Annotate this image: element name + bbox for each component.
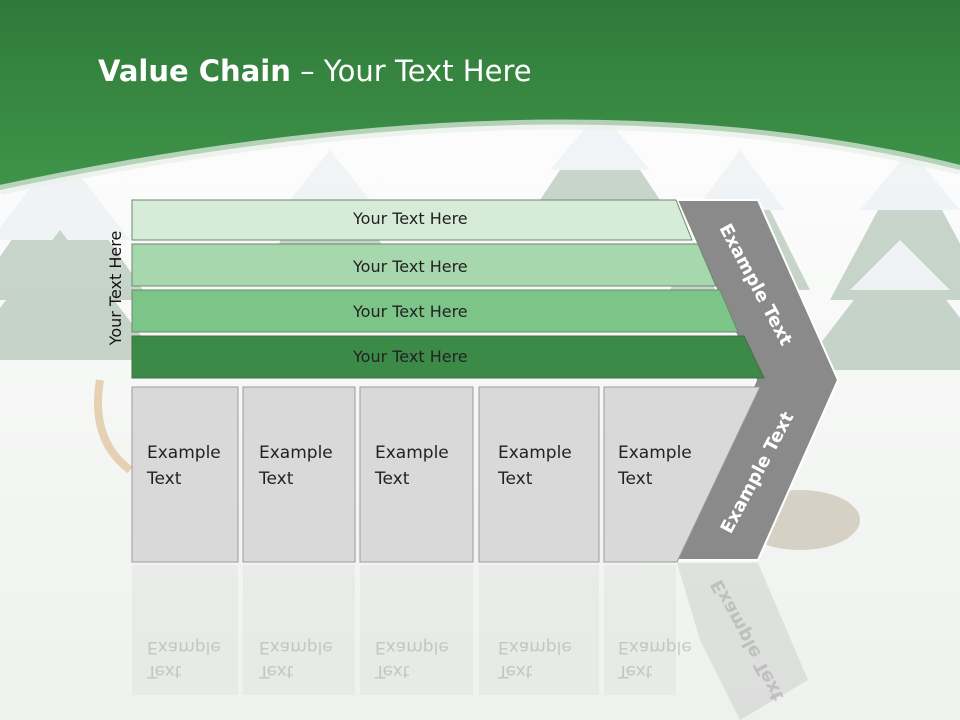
- cell-box-1: [131, 386, 239, 563]
- row-bar-2: [131, 243, 717, 287]
- row-label-3: Your Text Here: [353, 302, 468, 321]
- cell-box-5: [603, 386, 761, 563]
- side-label: Your Text Here: [106, 230, 125, 346]
- title-bold: Value Chain: [98, 54, 291, 88]
- row-bar-3: [131, 289, 739, 333]
- row-label-2: Your Text Here: [353, 257, 468, 276]
- header-band: [0, 0, 960, 190]
- cell-box-4: [478, 386, 600, 563]
- title-rest: – Your Text Here: [290, 54, 532, 88]
- row-label-1: Your Text Here: [353, 209, 468, 228]
- row-label-4: Your Text Here: [353, 347, 468, 366]
- row-bar-4: [131, 335, 765, 379]
- row-bar-1: [131, 199, 693, 241]
- cell-box-2: [242, 386, 356, 563]
- page-title: Value Chain – Your Text Here: [98, 54, 532, 88]
- cell-box-3: [359, 386, 474, 563]
